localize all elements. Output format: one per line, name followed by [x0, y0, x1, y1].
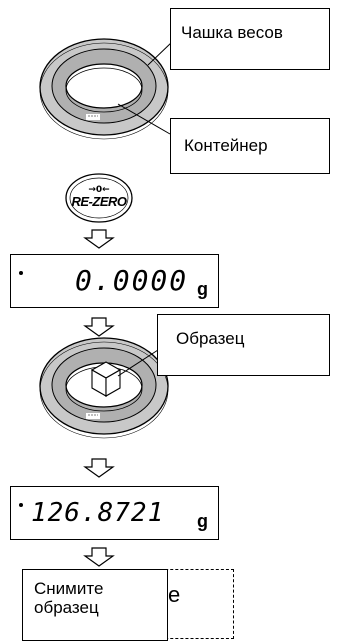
display-zero-value: 0.0000: [75, 264, 189, 297]
display-sample-unit: g: [197, 511, 208, 531]
balance-display-zero: 0.0000 g: [10, 254, 219, 308]
sample-label: Образец: [176, 329, 245, 348]
container-label: Контейнер: [184, 136, 268, 155]
container-icon: [65, 63, 143, 113]
rezero-symbol: →0←: [88, 185, 110, 195]
pan-leader-line: [147, 41, 173, 66]
stable-indicator: [19, 271, 23, 275]
sample-callout: Образец: [157, 314, 330, 376]
display-zero-unit: g: [197, 279, 208, 299]
sample-leader-line: [117, 349, 159, 377]
rezero-label: RE-ZERO: [71, 194, 128, 209]
sample-cube-icon: [90, 361, 122, 397]
pan-callout: Чашка весов: [170, 8, 330, 70]
down-arrow-icon: [83, 547, 115, 567]
down-arrow-icon: [83, 458, 115, 478]
down-arrow-icon: [83, 229, 115, 249]
container-leader-line: [117, 103, 171, 135]
remove-sample-line2: образец: [34, 598, 99, 617]
container-callout: Контейнер: [170, 118, 330, 174]
remove-sample-callout: Снимите образец: [22, 569, 168, 641]
display-sample-value: 126.8721: [31, 498, 165, 528]
stable-indicator: [19, 503, 23, 507]
hidden-letter: е: [168, 582, 181, 607]
rezero-key[interactable]: →0← RE-ZERO: [66, 176, 132, 220]
down-arrow-icon: [83, 317, 115, 337]
balance-display-sample: 126.8721 g: [10, 486, 219, 540]
remove-sample-line1: Снимите: [34, 579, 104, 598]
rezero-key-outline: [65, 173, 133, 223]
pan-label: Чашка весов: [181, 23, 283, 42]
